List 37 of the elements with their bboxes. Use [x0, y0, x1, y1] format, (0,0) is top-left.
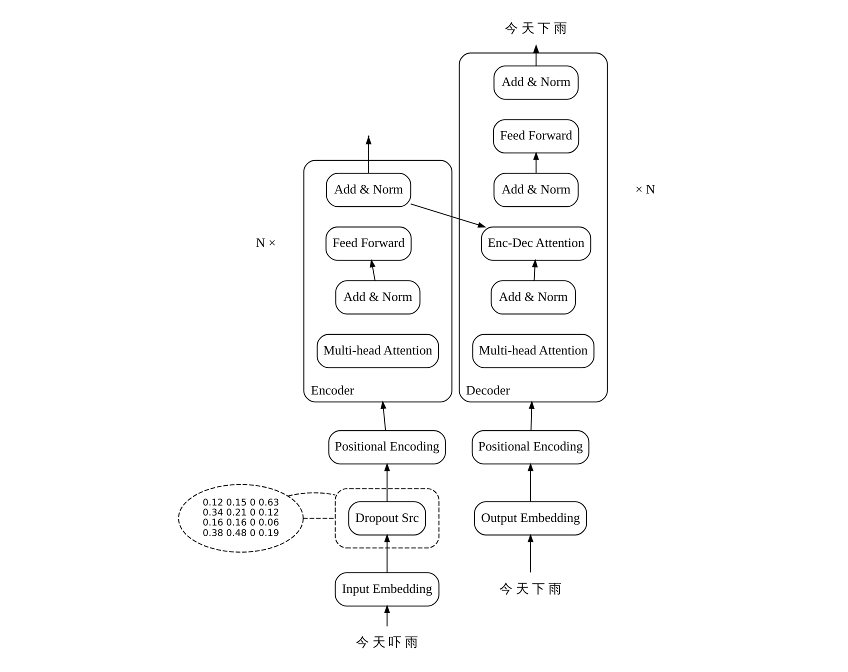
connector — [287, 492, 336, 496]
arrow — [384, 462, 390, 502]
node-label: N × — [255, 235, 276, 250]
node-text: 今 天 吓 雨 — [356, 634, 418, 650]
node-box: Feed Forward — [492, 119, 579, 154]
arrow — [527, 534, 533, 573]
node-box: Dropout Src — [348, 501, 426, 536]
node-label: × N — [634, 181, 655, 196]
node-text: 今 天 下 雨 — [499, 580, 561, 596]
node-box: Multi-head Attention — [316, 334, 438, 368]
node-ellipse: 0.12 0.15 0 0.63 0.34 0.21 0 0.12 0.16 0.16 0 0.06 0.38 0.48 0 0.19 — [178, 484, 304, 553]
node-text: 今 天 下 雨 — [504, 20, 566, 36]
arrow — [528, 400, 534, 431]
arrow — [369, 258, 375, 282]
node-box: Add & Norm — [326, 172, 411, 208]
node-box: Add & Norm — [334, 280, 420, 314]
node-box: Positional Encoding — [328, 430, 446, 464]
arrow — [532, 44, 539, 66]
cluster — [334, 488, 439, 548]
node-box: Feed Forward — [325, 226, 412, 261]
node-box: Multi-head Attention — [472, 334, 594, 368]
arrow — [365, 136, 372, 174]
node-box: Enc-Dec Attention — [480, 226, 591, 261]
arrow — [531, 258, 538, 282]
arrow — [532, 152, 539, 174]
connector — [302, 518, 336, 519]
node-box: Output Embedding — [474, 501, 586, 536]
node-box: Input Embedding — [334, 572, 439, 606]
node-box: Add & Norm — [493, 66, 578, 100]
arrow — [410, 204, 486, 228]
arrow — [527, 462, 533, 502]
arrow — [384, 604, 390, 627]
node-box: Positional Encoding — [471, 430, 589, 464]
arrow — [384, 534, 390, 573]
node-box: Add & Norm — [493, 172, 578, 208]
arrow — [380, 400, 386, 431]
node-box: Add & Norm — [490, 280, 576, 314]
